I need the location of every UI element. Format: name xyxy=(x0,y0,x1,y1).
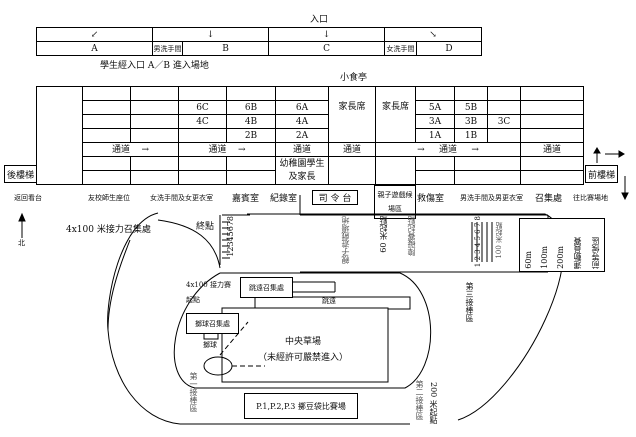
first-aid-label: 救傷室 xyxy=(417,194,445,204)
gate-c: C xyxy=(268,41,386,56)
beanbag-field: P.1,P.2,P.3 擲豆袋比賽場 xyxy=(244,393,358,419)
central-field-label: 中央草場 xyxy=(285,337,322,347)
central-field-note: （未經許可嚴禁進入） xyxy=(258,353,349,363)
shot-label: 擲球 xyxy=(203,341,217,349)
dist-100m: 100m xyxy=(539,246,549,269)
class-seat: 6A xyxy=(275,100,329,115)
outer-track xyxy=(107,212,564,425)
vip-room-label: 嘉賓室 xyxy=(232,194,260,204)
dist-200m: 200m xyxy=(555,246,565,269)
relay-start-point: 起點 xyxy=(186,296,200,304)
finish-line xyxy=(219,214,250,265)
male-room-label: 男洗手間及男更衣室 xyxy=(460,194,523,202)
shot-assembly: 擲球召集處 xyxy=(186,313,239,334)
lane-numbers-finish: 12345678 xyxy=(226,216,235,257)
gate-b: B xyxy=(181,41,270,56)
parent-game-waiting-area: 親子遊戲候場區 xyxy=(374,185,416,219)
dist-60m: 60m xyxy=(523,251,533,269)
start-200-label: 200 米起點 xyxy=(429,382,438,424)
relay-pointer xyxy=(107,239,131,331)
return-stand-label: 返回看台 xyxy=(14,194,42,202)
long-jump-assembly: 跳遠召集處 xyxy=(240,277,293,298)
seating-grid: 家長席 家長席 6C 6B 6A 5A 5B 4C 4B 4A 3A 3B 3C… xyxy=(36,86,584,185)
long-jump-label: 跳遠 xyxy=(322,297,336,305)
grid-side-block xyxy=(36,86,83,185)
guest-school-label: 友校師生座位 xyxy=(88,194,130,202)
entrance-table: ↙ ↓ ↓ ↘ A 男洗手間 B C 女洗手間 D xyxy=(36,27,483,56)
relay-curve xyxy=(157,219,221,269)
gate-a: A xyxy=(36,41,153,56)
parent-seat-1: 家長席 xyxy=(328,86,376,143)
north-label: 北 xyxy=(18,239,25,247)
first-zone-label: 第一接棒區 xyxy=(189,372,198,412)
start-100-label: 100 米起點 xyxy=(495,222,503,259)
relay-start-label: 4x100 接力賽 xyxy=(186,281,231,289)
entrance-title: 入口 xyxy=(310,15,329,25)
finish-label: 終點 xyxy=(196,222,215,232)
female-room-label: 女洗手間及女更衣室 xyxy=(150,194,213,202)
to-field-label: 往比賽場地 xyxy=(573,194,608,202)
relay-assembly-label: 4x100 米接力召集處 xyxy=(66,225,151,235)
second-zone-label: 第二接棒區 xyxy=(415,380,424,420)
athlete-waiting-area: 60m 100m 200m 運動員賽 前等候區 xyxy=(519,218,605,272)
third-zone-label: 第三接棒區 xyxy=(465,282,474,322)
kiosk-label: 小食亭 xyxy=(340,73,368,83)
start-60-label: 60 米起點 xyxy=(379,216,388,253)
obstacle-start-label: 障礙賽起點 xyxy=(407,216,416,256)
kindergarten-seat: 幼稚園學生及家長 xyxy=(275,156,329,185)
parent-seat-2: 家長席 xyxy=(375,86,416,143)
assembly-label: 召集處 xyxy=(535,194,563,204)
record-room-label: 紀錄室 xyxy=(270,194,298,204)
central-field-rect xyxy=(221,307,389,383)
inner-track xyxy=(173,272,432,389)
gate-d: D xyxy=(416,41,483,56)
waiting-label-2: 前等候區 xyxy=(590,237,600,269)
lane-numbers-start: 1 2 3 4 5 6 7 8 xyxy=(474,216,482,268)
lane-box xyxy=(300,214,548,273)
podium: 司 令 台 xyxy=(312,190,358,205)
front-stairs: 前樓梯 xyxy=(585,165,618,183)
entrance-note: 學生經入口 A／B 進入場地 xyxy=(100,61,209,71)
parent-game-field-label: 親子遊戲場地 xyxy=(341,216,350,264)
back-stairs: 後樓梯 xyxy=(4,165,37,183)
lane-start-ticks xyxy=(471,222,493,262)
waiting-label-1: 運動員賽 xyxy=(572,237,582,269)
